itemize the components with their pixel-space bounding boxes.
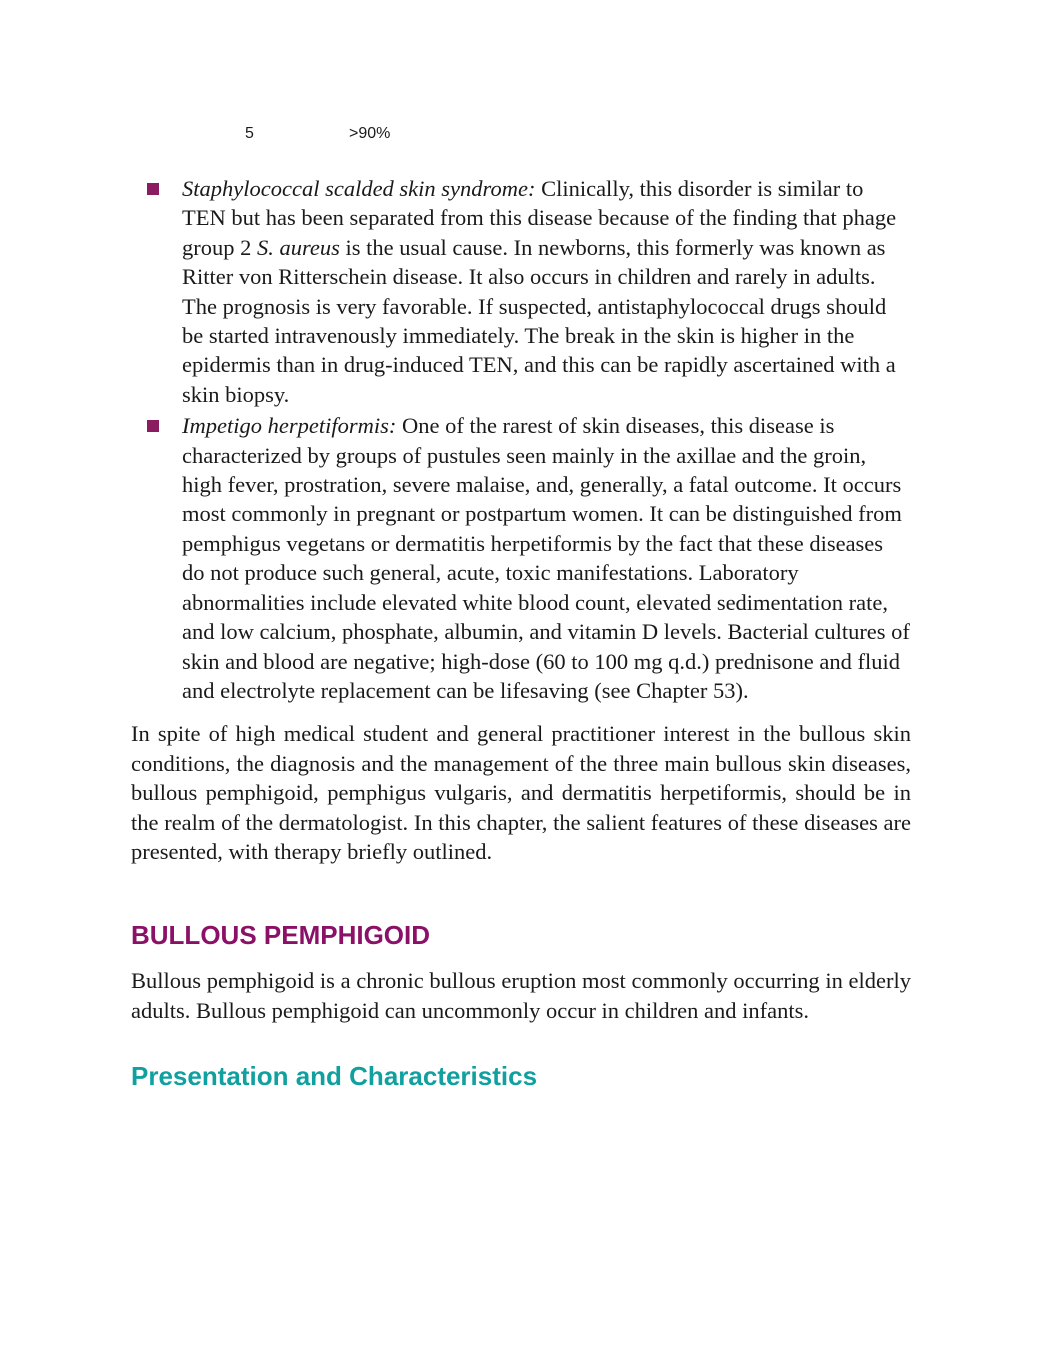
square-bullet-icon bbox=[147, 420, 159, 433]
organism-name: S. aureus bbox=[257, 234, 340, 260]
list-item: Staphylococcal scalded skin syndrome: Cl… bbox=[131, 174, 911, 409]
list-item-term: Impetigo herpetiformis: bbox=[182, 413, 397, 439]
list-item-text: is the usual cause. In newborns, this fo… bbox=[182, 234, 896, 407]
table-cell: 5 bbox=[245, 125, 254, 142]
list-item-text: One of the rarest of skin diseases, this… bbox=[182, 413, 910, 703]
section-paragraph: Bullous pemphigoid is a chronic bullous … bbox=[131, 968, 911, 1023]
list-item: Impetigo herpetiformis: One of the rares… bbox=[131, 411, 911, 705]
list-item-term: Staphylococcal scalded skin syndrome: bbox=[182, 176, 536, 201]
list-item-text: Clinically, this disorder is similar to … bbox=[182, 176, 897, 260]
table-row: 5 >90% bbox=[131, 118, 911, 150]
bullet-list: Staphylococcal scalded skin syndrome: Cl… bbox=[131, 174, 911, 705]
section-heading: BULLOUS PEMPHIGOID bbox=[131, 920, 431, 951]
intro-paragraph: In spite of high medical student and gen… bbox=[131, 721, 911, 864]
table-cell: >90% bbox=[349, 125, 391, 142]
subsection-heading: Presentation and Characteristics bbox=[131, 1061, 538, 1092]
square-bullet-icon bbox=[147, 183, 159, 195]
page-content: 5 >90% Staphylococcal scalded skin syndr… bbox=[131, 118, 911, 1093]
